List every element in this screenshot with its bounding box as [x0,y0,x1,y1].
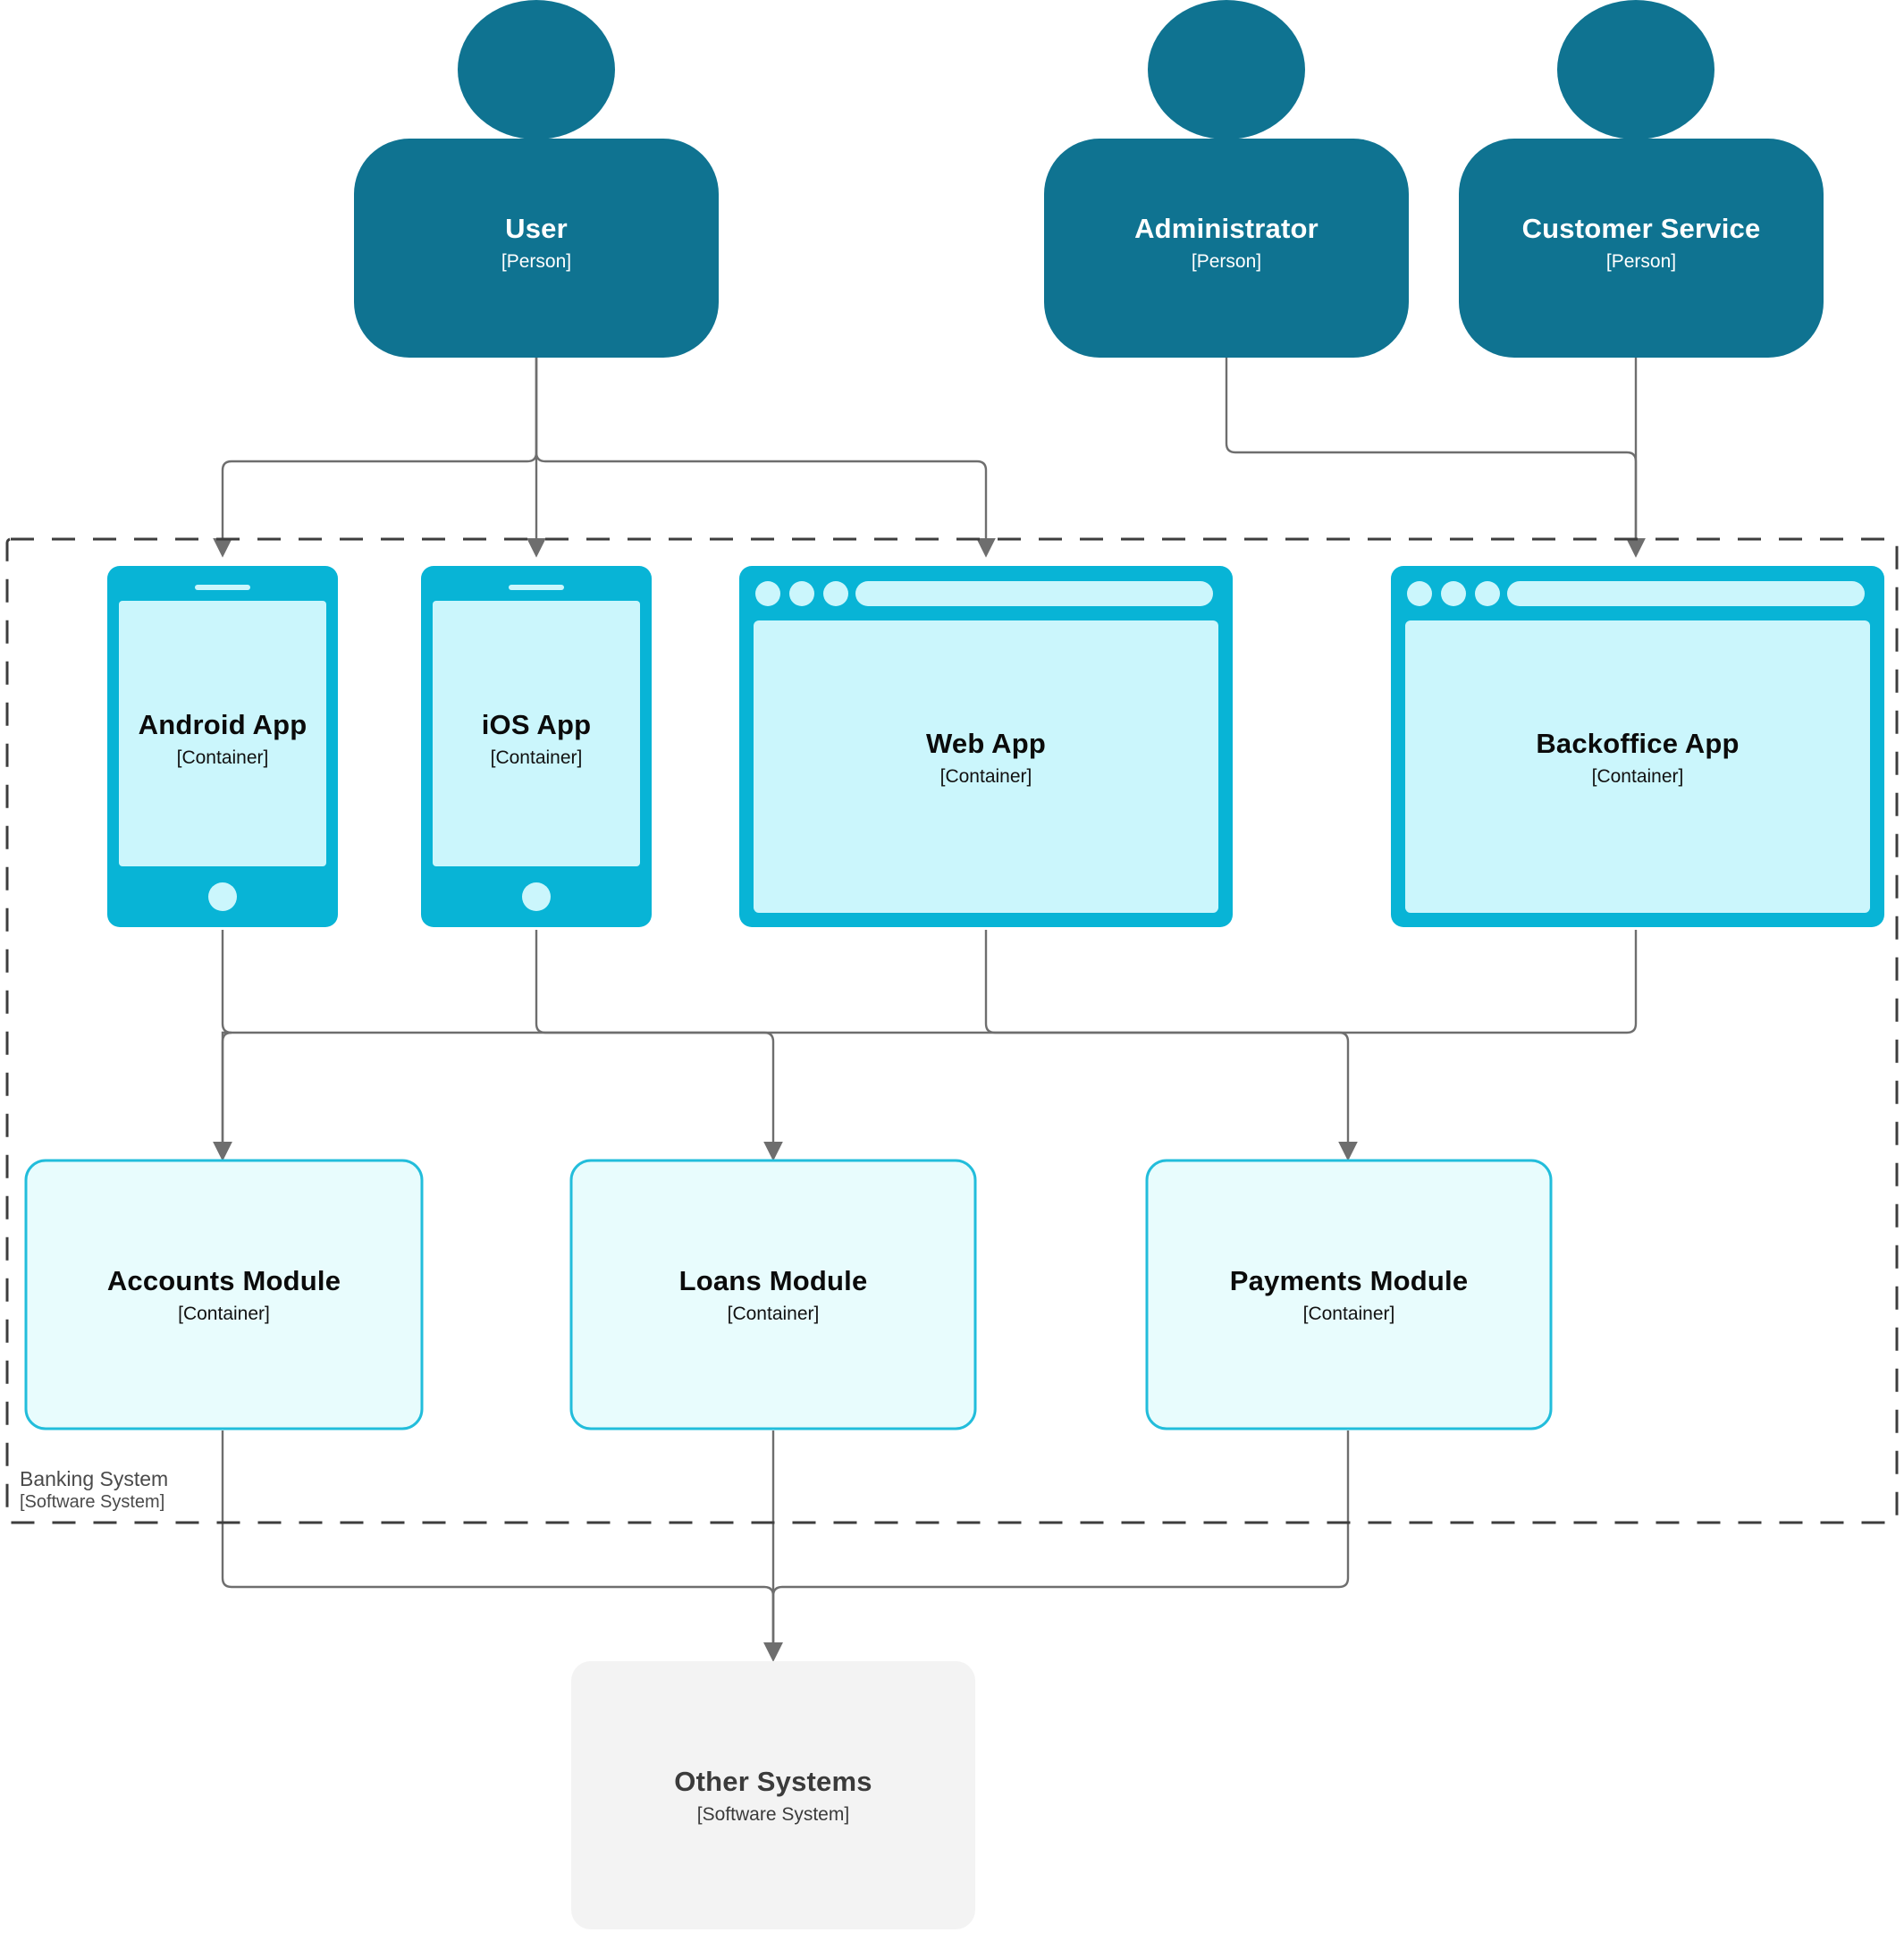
browser-dot [823,581,848,606]
person-administrator[interactable] [1044,0,1409,358]
person-customer-service[interactable] [1459,0,1824,358]
mobile-speaker [509,585,564,590]
banking-system-boundary-type: [Software System] [20,1492,165,1512]
mobile-home-button [208,882,237,911]
container-android-app[interactable] [107,566,338,927]
browser-viewport [754,620,1218,913]
person-head-icon [458,0,615,139]
mobile-speaker [195,585,250,590]
browser-address-bar [855,581,1213,606]
browser-address-bar [1507,581,1865,606]
person-head-icon [1148,0,1305,139]
container-payments-module[interactable] [1145,1159,1553,1430]
person-user[interactable] [354,0,719,358]
container-ios-app[interactable] [421,566,652,927]
mobile-screen [433,601,640,866]
browser-dot [1407,581,1432,606]
edge-payments-module-to-other-systems [763,1430,1350,1662]
edge-user-to-web-app [535,358,996,558]
person-body [1044,139,1409,358]
container-backoffice-app[interactable] [1391,566,1884,927]
browser-dot [755,581,780,606]
browser-dot [1475,581,1500,606]
external-system-other-systems[interactable] [571,1661,975,1929]
container-loans-module[interactable] [569,1159,977,1430]
person-body [1459,139,1824,358]
banking-system-boundary-name: Banking System [20,1467,169,1490]
browser-dot [789,581,814,606]
banking-system-boundary-label: Banking System [Software System] [20,1466,467,1513]
person-head-icon [1557,0,1714,139]
browser-viewport [1405,620,1870,913]
edge-backoffice-app-to-accounts-module [213,930,1638,1161]
mobile-home-button [522,882,551,911]
browser-dot [1441,581,1466,606]
container-accounts-module[interactable] [24,1159,424,1430]
person-body [354,139,719,358]
container-web-app[interactable] [739,566,1233,927]
mobile-screen [119,601,326,866]
